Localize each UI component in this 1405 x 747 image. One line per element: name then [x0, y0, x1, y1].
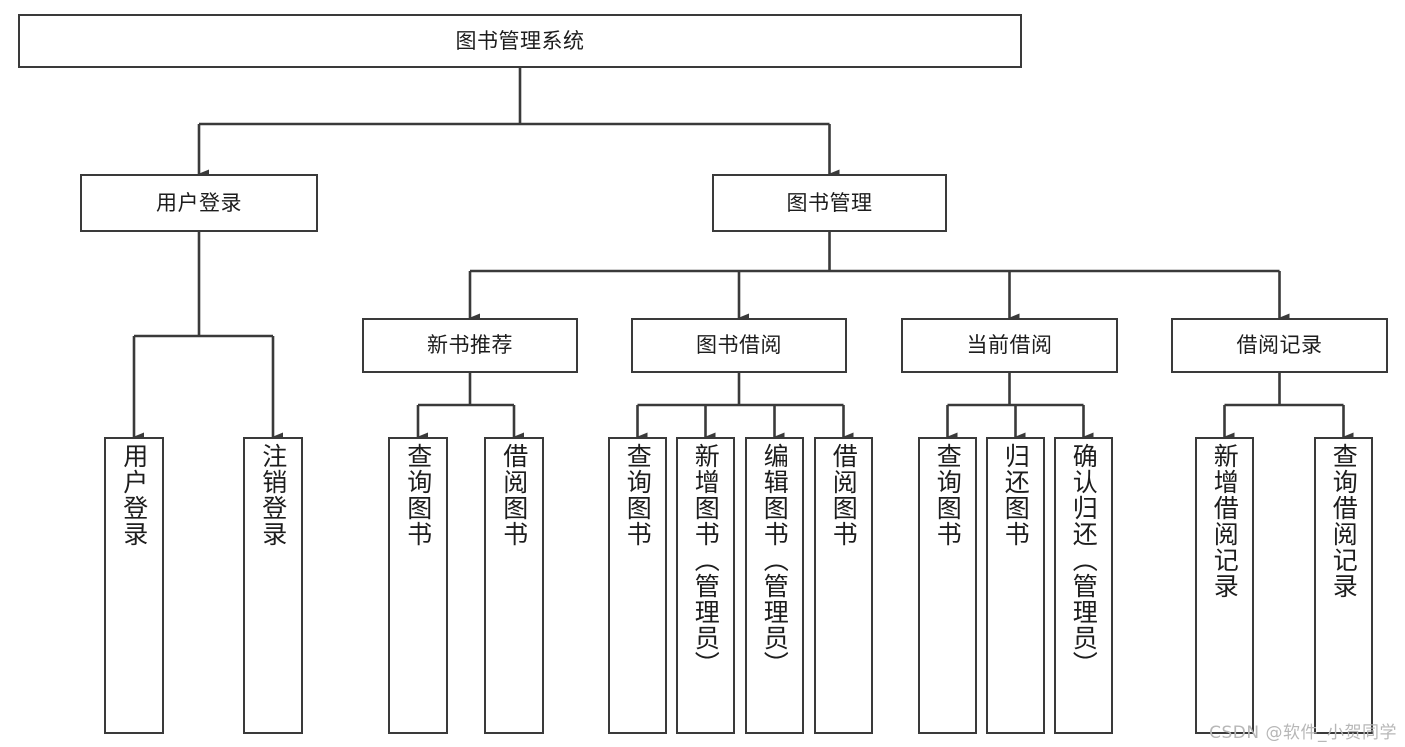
node-leaf-borrow-book-1[interactable]: 借阅图书 — [484, 437, 544, 734]
node-leaf-borrow-book-2[interactable]: 借阅图书 — [814, 437, 873, 734]
node-leaf-add-borrow-record[interactable]: 新增借阅记录 — [1195, 437, 1254, 734]
node-label: 借阅记录 — [1236, 333, 1323, 358]
node-label: 编辑图书（管理员） — [760, 443, 790, 677]
node-label: 查询图书 — [623, 443, 653, 547]
node-label: 新书推荐 — [427, 333, 513, 358]
node-leaf-return-book[interactable]: 归还图书 — [986, 437, 1045, 734]
node-label: 查询借阅记录 — [1329, 443, 1359, 599]
node-label: 图书借阅 — [696, 333, 782, 358]
node-label: 借阅图书 — [829, 443, 859, 547]
node-label: 图书管理系统 — [455, 28, 585, 53]
node-label: 当前借阅 — [966, 333, 1053, 358]
node-label: 新增借阅记录 — [1210, 443, 1240, 599]
node-label: 确认归还（管理员） — [1069, 443, 1099, 677]
node-leaf-confirm-return-admin[interactable]: 确认归还（管理员） — [1054, 437, 1113, 734]
node-label: 用户登录 — [119, 443, 149, 547]
node-book-borrowing[interactable]: 图书借阅 — [631, 318, 847, 373]
node-label: 新增图书（管理员） — [691, 443, 721, 677]
node-book-management-system[interactable]: 图书管理系统 — [18, 14, 1022, 68]
node-borrowing-record[interactable]: 借阅记录 — [1171, 318, 1388, 373]
node-leaf-edit-book-admin[interactable]: 编辑图书（管理员） — [745, 437, 804, 734]
node-current-borrowing[interactable]: 当前借阅 — [901, 318, 1118, 373]
node-leaf-query-book-2[interactable]: 查询图书 — [608, 437, 667, 734]
node-leaf-query-borrow-record[interactable]: 查询借阅记录 — [1314, 437, 1373, 734]
node-book-management[interactable]: 图书管理 — [712, 174, 947, 232]
node-leaf-query-book-3[interactable]: 查询图书 — [918, 437, 977, 734]
node-label: 注销登录 — [258, 443, 288, 547]
node-new-book-recommendation[interactable]: 新书推荐 — [362, 318, 578, 373]
node-label: 归还图书 — [1001, 443, 1031, 547]
node-label: 查询图书 — [403, 443, 433, 547]
node-label: 借阅图书 — [499, 443, 529, 547]
node-label: 查询图书 — [933, 443, 963, 547]
edges-group — [132, 68, 1354, 442]
node-label: 用户登录 — [156, 190, 242, 215]
node-user-login[interactable]: 用户登录 — [80, 174, 318, 232]
node-leaf-query-book-1[interactable]: 查询图书 — [388, 437, 448, 734]
node-label: 图书管理 — [786, 190, 873, 215]
node-leaf-user-login[interactable]: 用户登录 — [104, 437, 164, 734]
node-leaf-logout[interactable]: 注销登录 — [243, 437, 303, 734]
node-leaf-add-book-admin[interactable]: 新增图书（管理员） — [676, 437, 735, 734]
